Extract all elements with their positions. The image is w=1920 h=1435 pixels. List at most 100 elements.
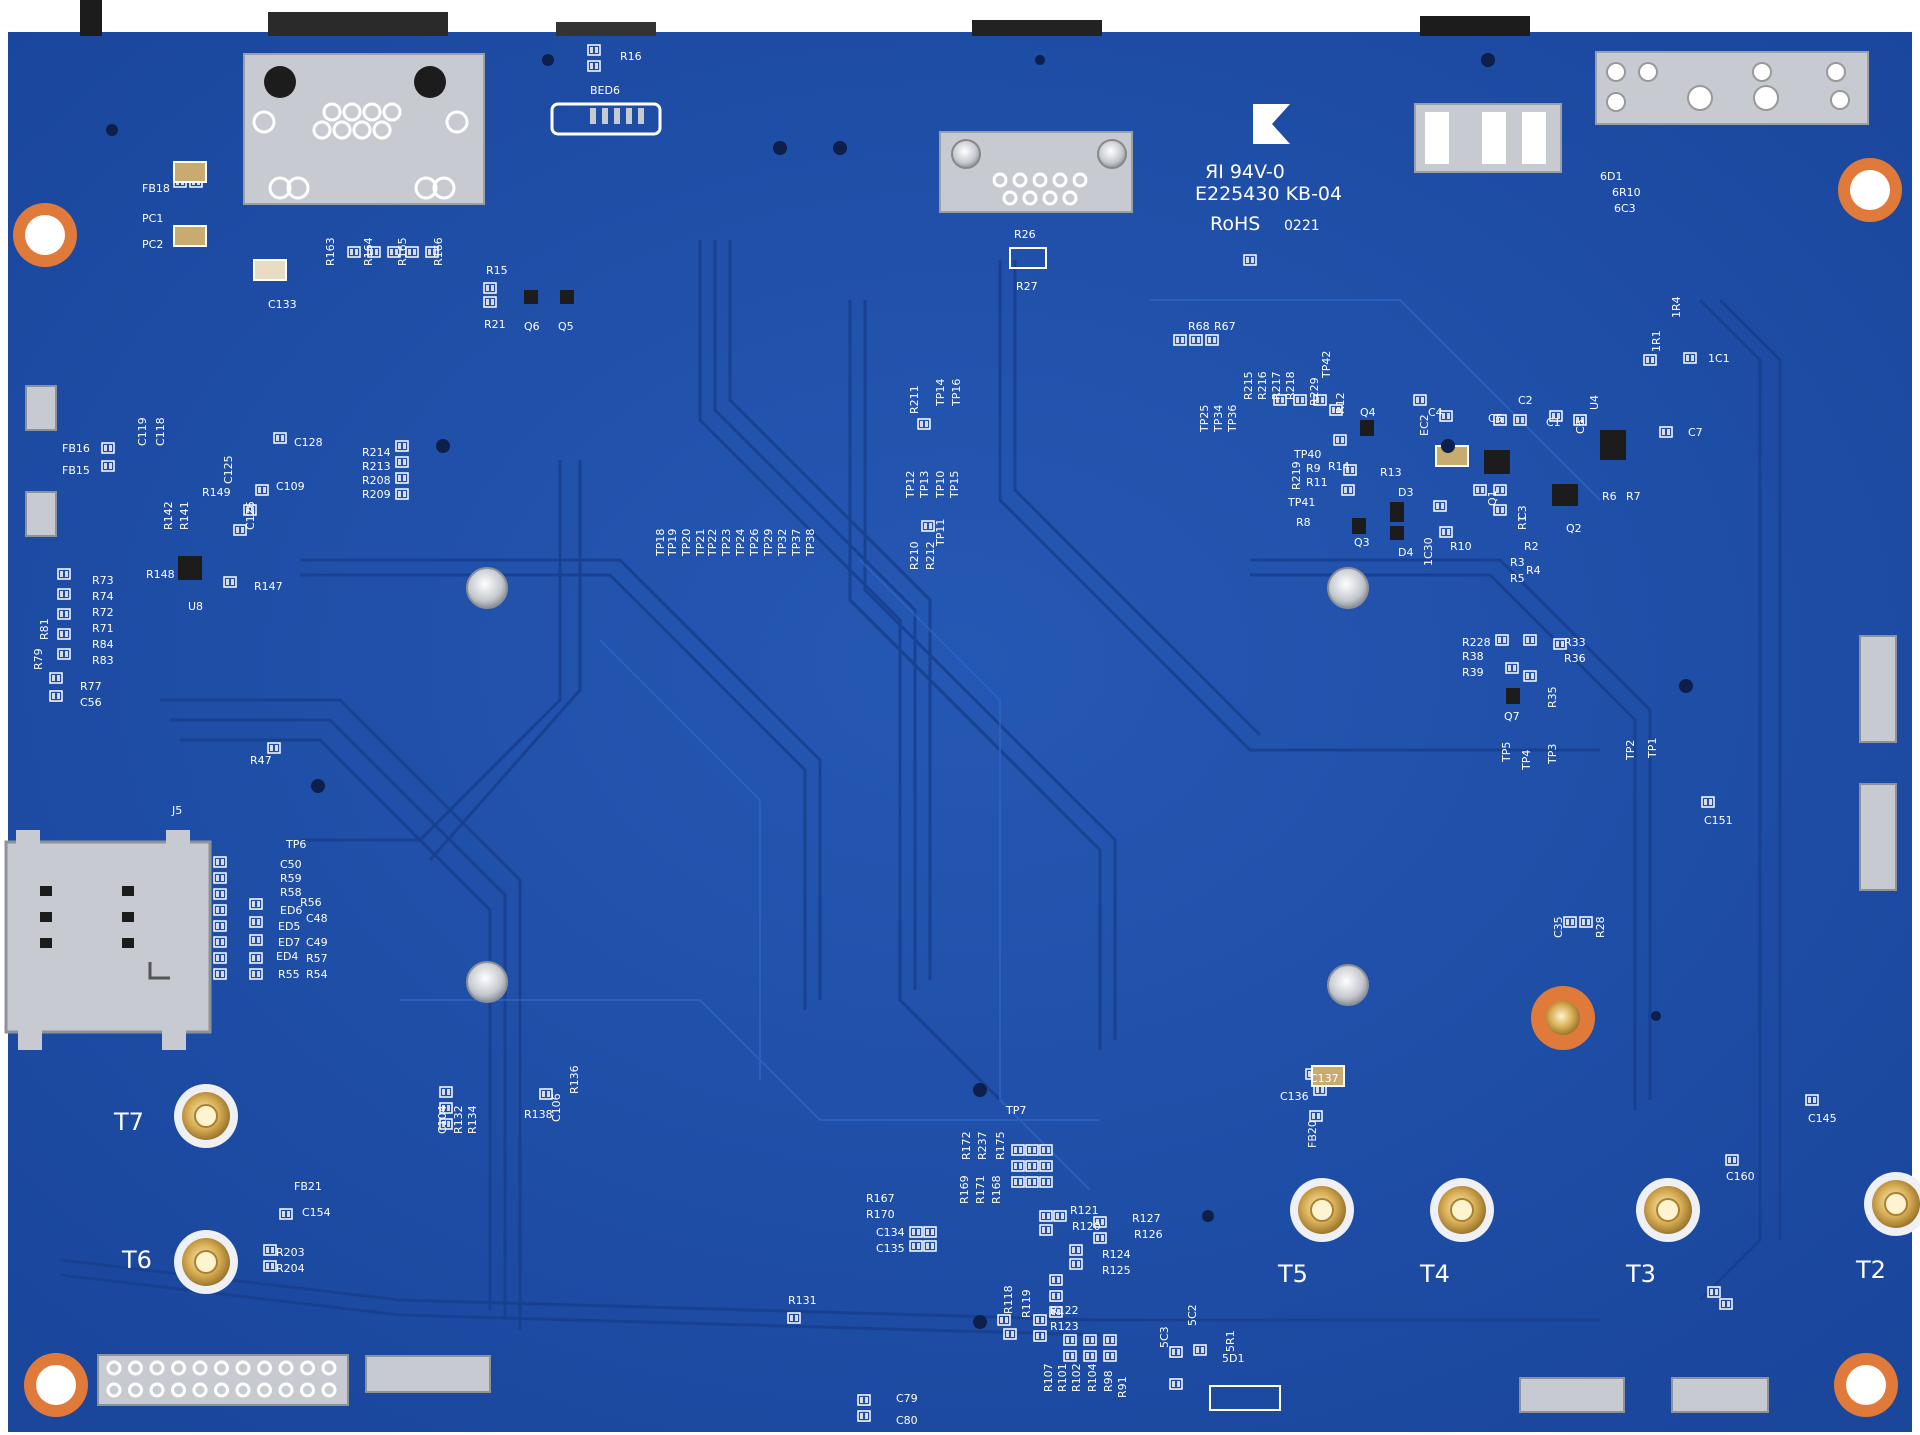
refdes-label: R54	[306, 968, 328, 981]
refdes-label: R214	[362, 446, 391, 459]
refdes-label: C35	[1552, 916, 1565, 938]
refdes-label: TP10	[934, 471, 947, 499]
smd-part	[1805, 1094, 1819, 1106]
refdes-label: TP6	[285, 838, 306, 851]
capacitor	[173, 225, 207, 247]
smd-part	[587, 44, 601, 56]
refdes-label: C145	[1808, 1112, 1837, 1125]
refdes-label: FB20	[1306, 1120, 1319, 1148]
smd-part	[1103, 1350, 1117, 1362]
refdes-label: C50	[280, 858, 302, 871]
refdes-label: R123	[1050, 1320, 1079, 1333]
smd-part	[213, 968, 227, 980]
refdes-label: FB18	[142, 182, 170, 195]
usb-top-pads	[1595, 51, 1869, 125]
smd-part	[1189, 334, 1203, 346]
smd-part	[1683, 352, 1697, 364]
smd-part	[1579, 916, 1593, 928]
smd-part	[1343, 464, 1357, 476]
refdes-label: R131	[788, 1294, 817, 1307]
silkscreen: ЯΙ 94V-0 E225430 KB-04 RoHS 0221 T7 T6 T…	[32, 50, 1886, 1427]
smd-part	[249, 898, 263, 910]
refdes-label: TP7	[1005, 1104, 1026, 1117]
refdes-label: R8	[1296, 516, 1311, 529]
smd-part	[213, 936, 227, 948]
smd-part	[917, 418, 931, 430]
smd-part	[1553, 638, 1567, 650]
refdes-label: R215	[1242, 371, 1255, 400]
ic-u4	[1600, 430, 1626, 460]
refdes-label: U8	[188, 600, 203, 613]
refdes-label: R79	[32, 648, 45, 670]
refdes-label: R67	[1214, 320, 1236, 333]
smd-part	[1725, 1154, 1739, 1166]
refdes-label: Q2	[1566, 522, 1582, 535]
smd-part	[1523, 670, 1537, 682]
smd-part	[279, 1208, 293, 1220]
refdes-label: R14	[1328, 460, 1350, 473]
smd-part	[1063, 1350, 1077, 1362]
capacitor	[173, 161, 207, 183]
refdes-label: R55	[278, 968, 300, 981]
smd-part	[997, 1314, 1011, 1326]
refdes-label: TP36	[1226, 405, 1239, 433]
usb-micro-connector	[550, 102, 662, 136]
refdes-label: R125	[1102, 1264, 1131, 1277]
refdes-label: R57	[306, 952, 328, 965]
label-t7: T7	[113, 1108, 144, 1136]
power-port	[1420, 16, 1530, 36]
smd-part	[57, 588, 71, 600]
refdes-label: TP38	[804, 529, 817, 557]
refdes-label: R219	[1290, 461, 1303, 490]
smd-part	[1193, 1344, 1207, 1356]
inductor-l2	[1009, 247, 1047, 269]
smd-part	[857, 1394, 871, 1406]
smd-part	[395, 440, 409, 452]
smd-part	[213, 952, 227, 964]
smd-part	[1093, 1232, 1107, 1244]
refdes-label: R218	[1284, 371, 1297, 400]
smd-part	[539, 1088, 553, 1100]
smd-part	[1549, 410, 1563, 422]
refdes-label: C119	[136, 417, 149, 446]
header-pin	[257, 1360, 272, 1376]
refdes-label: R166	[432, 237, 445, 266]
smd-part	[1039, 1210, 1053, 1222]
header-pin	[192, 1382, 208, 1398]
smd-part	[1033, 1314, 1047, 1326]
smd-part	[1025, 1144, 1039, 1156]
header-right-side-2	[1859, 783, 1897, 891]
smd-part	[1169, 1346, 1183, 1358]
smd-part	[1701, 796, 1715, 808]
smd-part	[1493, 504, 1507, 516]
refdes-label: R209	[362, 488, 391, 501]
refdes-label: R11	[1306, 476, 1328, 489]
refdes-label: R118	[1002, 1285, 1015, 1314]
smd-part	[273, 432, 287, 444]
gpio-header	[97, 1354, 349, 1406]
smd-part	[49, 690, 63, 702]
header-pin	[149, 1382, 165, 1398]
refdes-label: R27	[1016, 280, 1038, 293]
refdes-label: TP1	[1646, 738, 1659, 759]
smd-part	[1025, 1176, 1039, 1188]
ethernet-port	[268, 12, 448, 36]
gold-test-pad	[174, 1084, 238, 1148]
ethernet-pads	[243, 53, 485, 205]
mounting-hole	[13, 203, 77, 267]
smd-part	[1039, 1144, 1053, 1156]
smd-part	[921, 520, 935, 532]
refdes-label: R101	[1056, 1363, 1069, 1392]
refdes-label: TP29	[762, 529, 775, 557]
refdes-label: EC2	[1418, 414, 1431, 436]
refdes-label: 1C30	[1422, 537, 1435, 566]
smd-part	[347, 246, 361, 258]
smd-part	[1039, 1176, 1053, 1188]
refdes-label: TP40	[1293, 448, 1321, 461]
smd-part	[223, 576, 237, 588]
header-pin	[321, 1360, 337, 1376]
refdes-label: C3	[1516, 505, 1529, 520]
ic-u8	[178, 556, 202, 580]
refdes-label: R147	[254, 580, 283, 593]
label-t3: T3	[1625, 1260, 1656, 1288]
